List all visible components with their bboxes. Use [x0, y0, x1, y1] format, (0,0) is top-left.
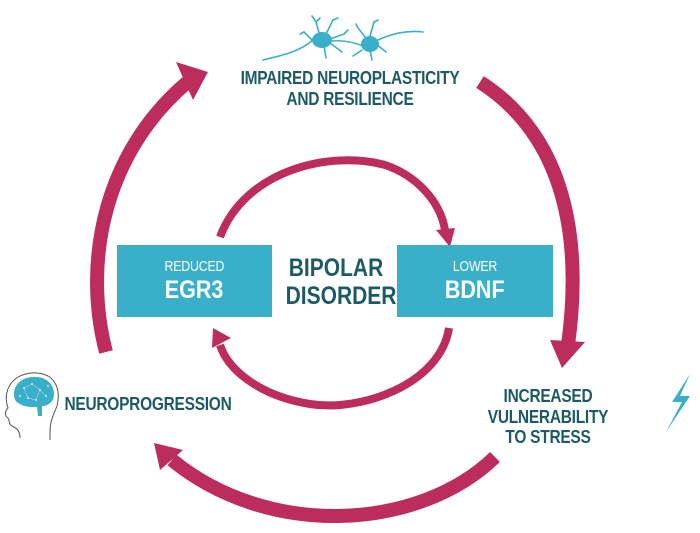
- lightning-bolt-icon: [666, 374, 690, 432]
- outer-arrow-left-to-top: [90, 74, 195, 354]
- label-left-line1: NEUROPROGRESSION: [64, 394, 232, 414]
- box-left-big-text: EGR3: [165, 275, 224, 304]
- center-title-bipolar-disorder: BIPOLAR DISORDER: [285, 254, 397, 310]
- inner-arrow-top: [216, 156, 449, 239]
- box-lower-bdnf: LOWER BDNF: [397, 245, 553, 317]
- outer-arrow-top-to-right: [476, 76, 580, 346]
- box-right-small-text: LOWER: [452, 257, 498, 275]
- box-right-big-text: BDNF: [445, 275, 505, 304]
- outer-arrow-top-to-right-head: [550, 340, 585, 368]
- brain-head-icon: [4, 372, 59, 440]
- label-right-line2: TO STRESS: [505, 427, 591, 448]
- inner-arrow-top-head: [436, 228, 455, 247]
- label-impaired-neuroplasticity: IMPAIRED NEUROPLASTICITY AND RESILIENCE: [221, 68, 479, 109]
- outer-arrow-bottom-to-left-head: [154, 443, 183, 470]
- label-neuroprogression: NEUROPROGRESSION: [62, 394, 234, 415]
- inner-arrow-bottom: [216, 327, 453, 410]
- center-title-line2: DISORDER: [285, 282, 397, 310]
- center-title-line1: BIPOLAR: [288, 254, 384, 282]
- neurons-icon: [262, 15, 424, 61]
- outer-arrow-left-to-top-head: [176, 62, 208, 100]
- box-reduced-egr3: REDUCED EGR3: [117, 245, 272, 317]
- label-right-line1: INCREASED VULNERABILITY: [487, 386, 609, 427]
- box-left-small-text: REDUCED: [164, 257, 225, 275]
- label-increased-vulnerability: INCREASED VULNERABILITY TO STRESS: [445, 386, 651, 448]
- label-top-line2: AND RESILIENCE: [286, 88, 414, 109]
- inner-arrow-bottom-head: [212, 328, 231, 348]
- outer-arrow-bottom-to-left: [167, 451, 500, 523]
- label-top-line1: IMPAIRED NEUROPLASTICITY: [240, 68, 460, 88]
